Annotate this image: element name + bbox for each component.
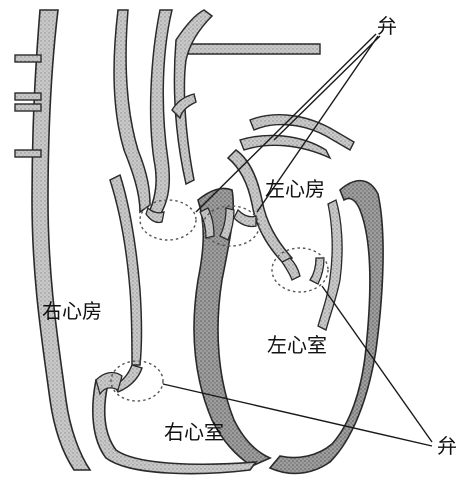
right-atrium-inner-wall [110, 175, 142, 365]
left-ventricle-label: 左心室 [267, 335, 327, 355]
right-ventricle-floor-fill [96, 373, 122, 394]
mitral-valve-flap-right [310, 258, 324, 284]
right-ventricle-label: 右心室 [164, 422, 224, 442]
aortic-valve-flap-far [234, 210, 256, 227]
right-atrium-label: 右心房 [42, 301, 102, 321]
valve-label-bottom: 弁 [437, 436, 457, 456]
mitral-valve-flap-left [282, 258, 300, 280]
aorta-branch-right [150, 10, 172, 215]
left-atrium-label: 左心房 [265, 179, 325, 199]
pulmonary-vessel-top [188, 44, 320, 54]
valve-label-top: 弁 [377, 16, 397, 36]
right-atrium-outer-wall [32, 10, 90, 470]
